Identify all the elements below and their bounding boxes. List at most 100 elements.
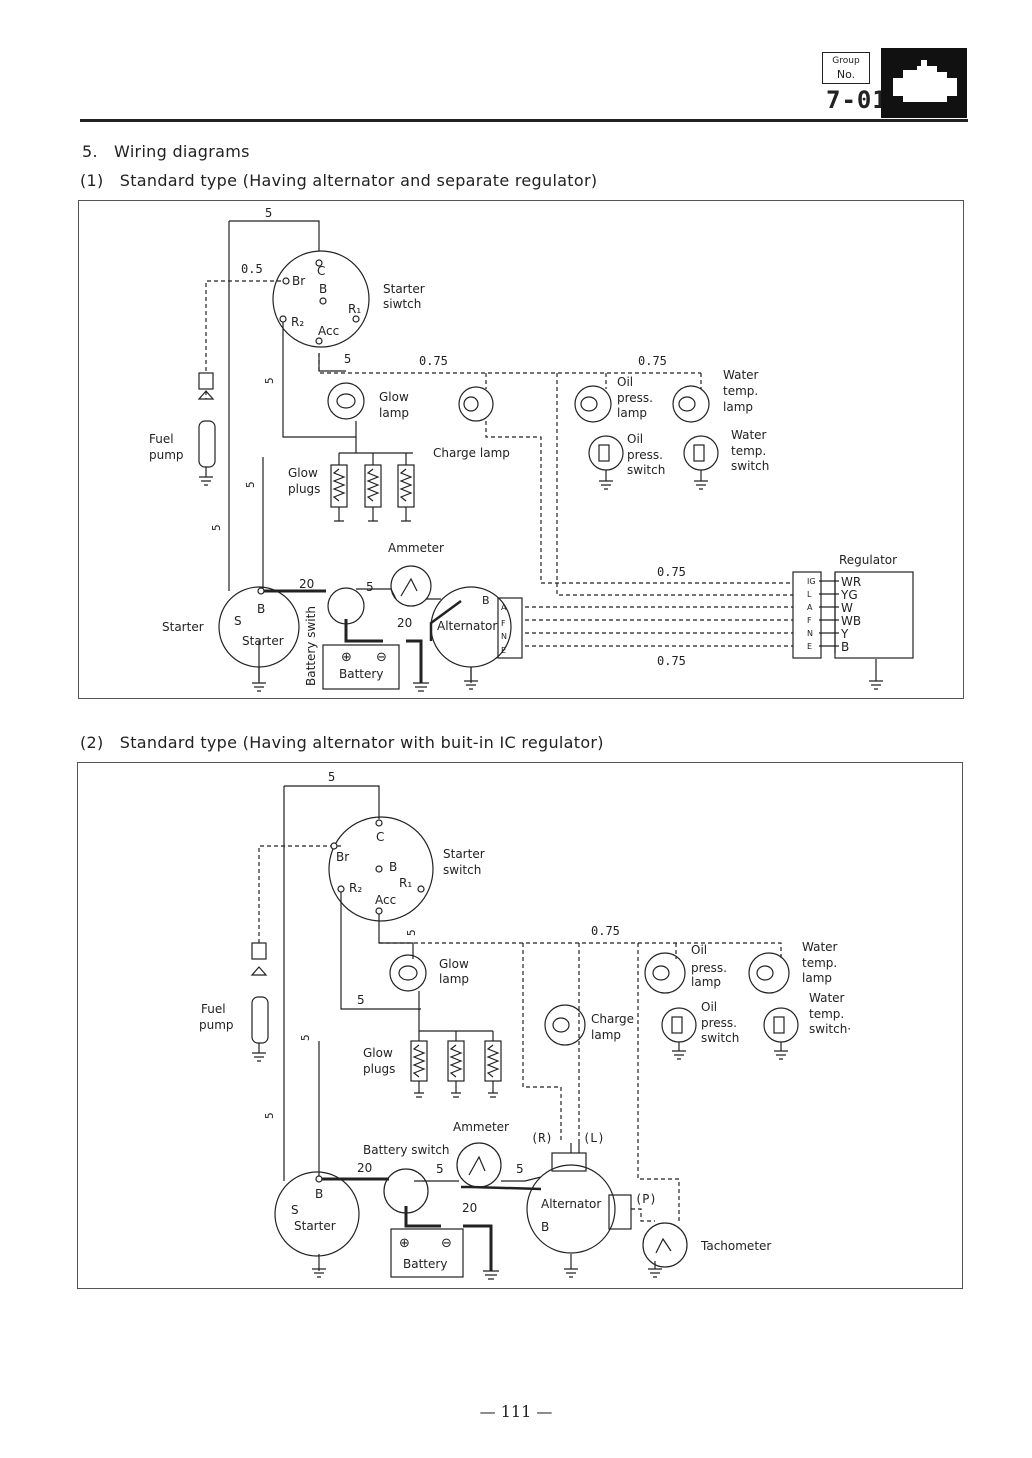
oil-press-lamp-label: lamp: [691, 975, 721, 989]
reg-left-term: A: [807, 603, 813, 612]
wiring-diagram-1-svg: 5 0.5 C Br B R₁ R₂ Acc Starter siwtch 5 …: [149, 206, 914, 692]
starter-terminal-s: S: [234, 614, 242, 628]
oil-press-lamp-label: Oil: [691, 943, 707, 957]
starter-inner-label: Starter: [242, 634, 284, 648]
water-temp-lamp-label: lamp: [723, 400, 753, 414]
charge-lamp-label: lamp: [591, 1028, 621, 1042]
starter-terminal-b: B: [257, 602, 265, 616]
water-temp-switch-label: Water: [731, 428, 767, 442]
section-title-text: Wiring diagrams: [114, 142, 250, 161]
wire-size-label: 5: [299, 1034, 312, 1041]
oil-press-lamp-label: press.: [691, 961, 727, 975]
header-rule: [80, 119, 968, 122]
wire-size-label: 0.5: [241, 262, 263, 276]
reg-right-term: B: [841, 640, 849, 654]
glow-lamp-label: lamp: [439, 972, 469, 986]
group-number: 7-01: [826, 86, 888, 114]
terminal-r2: R₂: [349, 881, 362, 895]
glow-plugs-label: Glow: [288, 466, 318, 480]
regulator-label: Regulator: [839, 553, 897, 567]
terminal-r1: R₁: [399, 876, 412, 890]
water-temp-lamp-label: temp.: [802, 956, 837, 970]
water-temp-lamp-label: lamp: [802, 971, 832, 985]
engine-icon: [893, 60, 957, 102]
group-label: Group: [832, 56, 860, 66]
wire-size-label: 0.75: [657, 565, 686, 579]
water-temp-switch-label: switch·: [809, 1022, 851, 1036]
water-temp-switch-label: temp.: [809, 1007, 844, 1021]
glow-lamp-label: lamp: [379, 406, 409, 420]
section-title: 5. Wiring diagrams: [82, 142, 250, 161]
terminal-br: Br: [336, 850, 349, 864]
wire-size-label: 5: [265, 206, 272, 220]
reg-right-term: YG: [840, 588, 858, 602]
alt-term-a: A: [501, 603, 507, 612]
reg-left-term: F: [807, 616, 812, 625]
diagram1-heading: (1) Standard type (Having alternator and…: [80, 171, 597, 190]
oil-press-switch-label: press.: [627, 448, 663, 462]
ammeter-label: Ammeter: [388, 541, 444, 555]
oil-press-switch-label: Oil: [627, 432, 643, 446]
reg-left-term: E: [807, 642, 812, 651]
oil-press-switch-label: switch: [701, 1031, 739, 1045]
wire-size-label: 0.75: [419, 354, 448, 368]
alternator-terminal-b: B: [541, 1220, 549, 1234]
terminal-r2: R₂: [291, 315, 304, 329]
alternator-terminal-b: B: [482, 594, 490, 607]
wire-size-label: 5: [344, 352, 351, 366]
wire-size-label: 5: [357, 993, 365, 1007]
group-number-box: Group No.: [822, 52, 870, 84]
oil-press-switch-label: press.: [701, 1016, 737, 1030]
reg-left-term: L: [807, 590, 812, 599]
battery-label: Battery: [403, 1257, 447, 1271]
water-temp-switch-label: switch: [731, 459, 769, 473]
water-temp-lamp-label: Water: [802, 940, 838, 954]
starter-terminal-s: S: [291, 1203, 299, 1217]
wire-size-label: 20: [299, 577, 314, 591]
diagram2-heading-num: (2): [80, 733, 104, 752]
wiring-diagram-2: 5 C Br B R₁ R₂ Acc Starter switch 5 0.75…: [77, 762, 963, 1289]
water-temp-switch-label: Water: [809, 991, 845, 1005]
wire-size-label: 5: [405, 929, 418, 936]
charge-lamp-label: Charge lamp: [433, 446, 510, 460]
reg-left-term: N: [807, 629, 813, 638]
wire-size-label: 0.75: [591, 924, 620, 938]
water-temp-lamp-label: Water: [723, 368, 759, 382]
glow-plugs-label: plugs: [363, 1062, 395, 1076]
wire-size-label: 20: [397, 616, 412, 630]
battery-plus-icon: ⊕: [341, 650, 352, 665]
wire-size-label: 0.75: [657, 654, 686, 668]
battery-minus-icon: ⊖: [441, 1236, 452, 1251]
diagram1-heading-text: Standard type (Having alternator and sep…: [119, 171, 598, 190]
terminal-b: B: [389, 860, 397, 874]
battery-minus-icon: ⊖: [376, 650, 387, 665]
wire-size-label: 0.75: [638, 354, 667, 368]
oil-press-lamp-label: Oil: [617, 375, 633, 389]
battery-switch-label: Battery swith: [304, 606, 318, 686]
water-temp-lamp-label: temp.: [723, 384, 758, 398]
glow-lamp-label: Glow: [439, 957, 469, 971]
diagram1-heading-num: (1): [80, 171, 104, 190]
ammeter-label: Ammeter: [453, 1120, 509, 1134]
battery-switch-label: Battery switch: [363, 1143, 450, 1157]
water-temp-switch-label: temp.: [731, 444, 766, 458]
engine-logo-block: [881, 48, 967, 118]
alt-term-f: F: [501, 619, 506, 628]
oil-press-lamp-label: press.: [617, 391, 653, 405]
wiring-diagram-2-svg: 5 C Br B R₁ R₂ Acc Starter switch 5 0.75…: [199, 770, 851, 1280]
wire-size-label: 20: [357, 1161, 372, 1175]
terminal-br: Br: [292, 274, 305, 288]
oil-press-lamp-label: lamp: [617, 406, 647, 420]
alt-term-n: N: [501, 632, 507, 641]
wire-size-label: 5: [366, 580, 374, 594]
reg-right-term: WR: [841, 575, 861, 589]
battery-label: Battery: [339, 667, 383, 681]
terminal-c: C: [376, 830, 384, 844]
terminal-r1: R₁: [348, 302, 361, 316]
reg-right-term: WB: [841, 614, 861, 628]
reg-right-term: W: [841, 601, 853, 615]
wire-size-label: 5: [436, 1162, 444, 1176]
starter-terminal-b: B: [315, 1187, 323, 1201]
tachometer-label: Tachometer: [700, 1239, 771, 1253]
battery-plus-icon: ⊕: [399, 1236, 410, 1251]
